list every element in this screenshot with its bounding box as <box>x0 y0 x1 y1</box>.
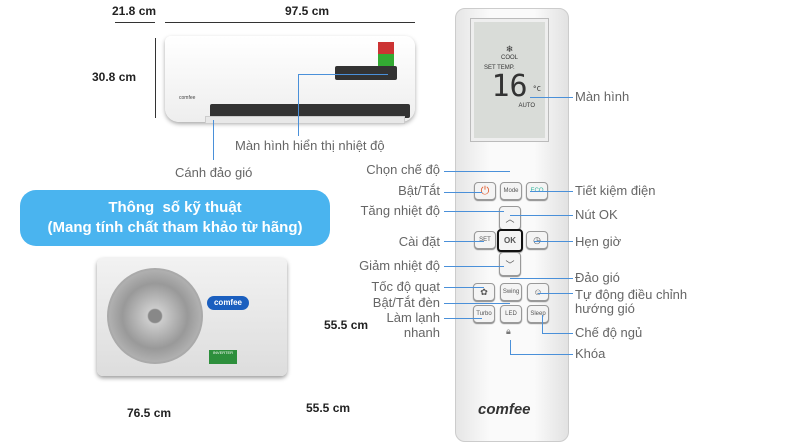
display-label: Màn hình hiển thị nhiệt độ <box>235 138 385 153</box>
set-button[interactable]: SET <box>474 231 496 249</box>
outdoor-width: 76.5 cm <box>127 406 172 420</box>
snowflake-icon: ❄ <box>505 44 514 54</box>
turbo-button[interactable]: Turbo <box>473 305 495 323</box>
lcd-fan: AUTO <box>518 103 535 109</box>
label-sleep: Chế độ ngủ <box>575 325 643 340</box>
label-ok: Nút OK <box>575 207 618 222</box>
label-turbo-2: nhanh <box>403 325 440 340</box>
swing-button[interactable]: Swing <box>500 283 522 301</box>
outdoor-logo: comfee <box>207 296 249 310</box>
lcd-temp: 16 °C <box>474 71 545 103</box>
label-eco: Tiết kiệm điện <box>575 183 656 198</box>
label-auto-direction-2: hướng gió <box>575 301 635 316</box>
lock-icon: 🔒︎ <box>506 326 511 336</box>
timer-button[interactable]: ◷ <box>526 231 548 249</box>
label-fan: Tốc độ quạt <box>371 279 440 294</box>
energy-label <box>378 42 394 66</box>
spec-banner: Thông số kỹ thuật (Mang tính chất tham k… <box>20 190 330 246</box>
label-swing: Đảo gió <box>575 270 620 285</box>
indoor-unit: comfee <box>165 36 415 124</box>
outdoor-depth: 55.5 cm <box>306 401 351 415</box>
ok-button[interactable]: OK <box>497 229 523 252</box>
indoor-width: 97.5 cm <box>285 4 330 18</box>
label-mode: Chọn chế độ <box>366 162 440 177</box>
height-arrow <box>155 38 156 118</box>
air-outlet <box>210 104 410 118</box>
fan-speed-button[interactable]: ✿ <box>473 283 495 301</box>
lcd-set-temp: SET TEMP. <box>484 65 515 71</box>
label-screen: Màn hình <box>575 89 630 104</box>
fan-grille <box>107 268 203 364</box>
depth-arrow <box>115 22 155 23</box>
label-set: Cài đặt <box>398 234 440 249</box>
outdoor-unit: comfee INVERTER <box>97 258 287 376</box>
indoor-depth: 21.8 cm <box>112 4 157 18</box>
label-temp-up: Tăng nhiệt độ <box>360 203 440 218</box>
banner-title: Thông số kỹ thuật <box>108 199 242 216</box>
led-button[interactable]: LED <box>500 305 522 323</box>
lcd-temp-value: 16 <box>491 69 528 104</box>
mode-button[interactable]: Mode <box>500 182 522 200</box>
label-temp-down: Giảm nhiệt độ <box>359 258 440 273</box>
down-button[interactable]: ﹀ <box>499 252 521 276</box>
label-led: Bật/Tắt đèn <box>372 295 440 310</box>
lcd-screen: ❄ COOL SET TEMP. 16 °C AUTO <box>470 18 549 142</box>
flap-label: Cánh đảo gió <box>175 165 253 180</box>
width-arrow <box>165 22 415 23</box>
lcd-unit: °C <box>532 85 541 93</box>
up-button[interactable]: ︿ <box>499 206 521 230</box>
display-panel <box>335 66 397 80</box>
auto-direction-button[interactable]: ☺ <box>527 283 549 301</box>
label-auto-direction: Tự động điều chỉnh <box>575 287 688 302</box>
label-power: Bật/Tắt <box>398 183 440 198</box>
remote-logo: comfee <box>478 401 531 418</box>
inverter-badge: INVERTER <box>209 350 237 364</box>
label-turbo: Làm lạnh <box>386 310 440 325</box>
air-flap <box>205 116 405 124</box>
power-button[interactable]: ⏻ <box>474 182 496 200</box>
outdoor-height: 55.5 cm <box>324 318 369 332</box>
label-lock: Khóa <box>575 346 606 361</box>
lcd-mode: COOL <box>500 55 518 61</box>
label-timer: Hẹn giờ <box>575 234 622 249</box>
banner-subtitle: (Mang tính chất tham khảo từ hãng) <box>47 219 303 236</box>
sleep-button[interactable]: Sleep <box>527 305 549 323</box>
indoor-height: 30.8 cm <box>92 70 137 84</box>
indoor-logo: comfee <box>179 95 196 101</box>
